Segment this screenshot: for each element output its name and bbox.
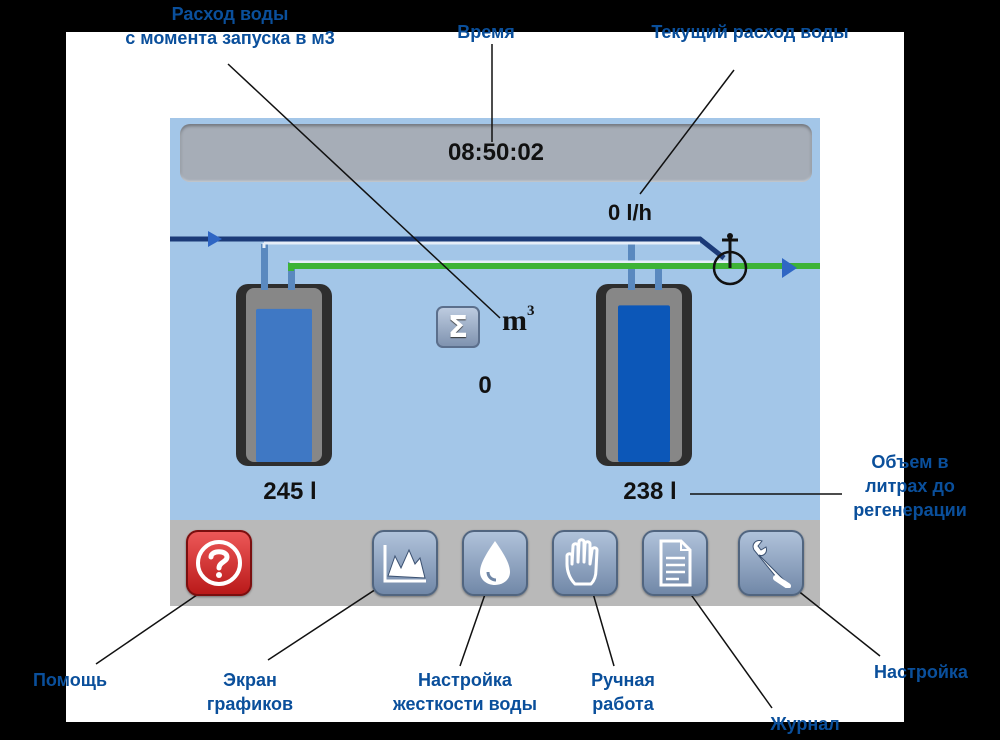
graph-icon <box>383 545 426 583</box>
label-help: Помощь <box>32 670 108 690</box>
journal-button[interactable] <box>642 530 708 596</box>
label-current-flow: Текущий расход воды <box>651 22 849 42</box>
total-unit-base: m <box>502 304 527 337</box>
manual-button[interactable] <box>552 530 618 596</box>
outlet-pipe <box>288 263 820 271</box>
inlet-pipe <box>170 236 726 260</box>
inlet-pipe-highlight <box>262 241 700 248</box>
left-tank-volume: 245 l <box>263 478 317 505</box>
sigma-button[interactable]: Σ <box>436 306 480 348</box>
right-tank-fill <box>618 305 670 462</box>
label-graphs: Экран графиков <box>206 670 294 714</box>
total-volume-value: 0 <box>478 372 492 399</box>
total-unit: m3 <box>502 303 535 338</box>
help-button[interactable] <box>186 530 252 596</box>
label-volume-to-regeneration: Объем в литрах до регенерации <box>853 452 967 520</box>
water-drop-icon <box>480 541 510 585</box>
current-flow-value: 0 l/h <box>607 200 652 225</box>
label-water-since-start: Расход воды с момента запуска в м3 <box>125 4 335 48</box>
label-manual: Ручная работа <box>591 670 655 714</box>
label-settings: Настройка <box>874 662 968 682</box>
right-tank <box>596 284 692 466</box>
callout-lines <box>95 44 881 709</box>
valve-icon <box>712 233 748 286</box>
total-unit-exponent: 3 <box>527 303 535 319</box>
outlet-arrow-icon <box>782 258 797 278</box>
right-tank-volume: 238 l <box>623 478 677 505</box>
label-time: Время <box>457 22 515 42</box>
time-display: 08:50:02 <box>447 139 545 166</box>
inlet-arrow-icon <box>208 231 222 247</box>
document-icon <box>659 539 692 587</box>
graphs-button[interactable] <box>372 530 438 596</box>
hand-icon <box>565 538 599 586</box>
time-bar <box>180 124 812 182</box>
wrench-icon <box>752 540 791 588</box>
hardness-button[interactable] <box>462 530 528 596</box>
label-hardness: Настройка жесткости воды <box>393 670 537 714</box>
left-outlet-pipe <box>288 262 295 290</box>
sigma-icon: Σ <box>447 309 469 345</box>
left-tank <box>236 284 332 466</box>
left-tank-fill <box>256 308 312 462</box>
settings-button[interactable] <box>738 530 804 596</box>
question-icon <box>196 540 242 586</box>
right-outlet-pipe <box>655 262 662 290</box>
label-journal: Журнал <box>770 714 840 734</box>
left-inlet-pipe <box>261 244 268 290</box>
